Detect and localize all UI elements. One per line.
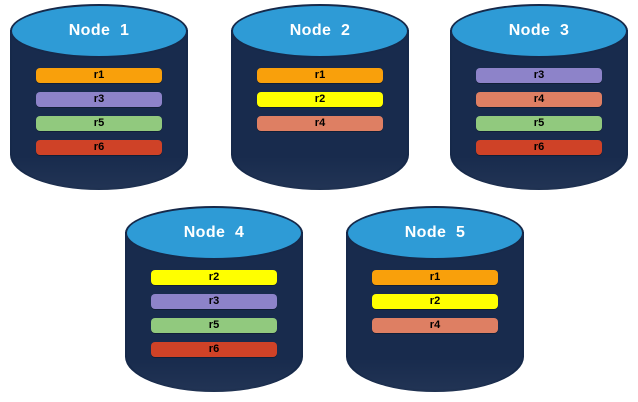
replica-stack: r1 r3 r5 r6	[36, 68, 162, 155]
replica-bar[interactable]: r4	[476, 92, 602, 107]
replica-stack: r1 r2 r4	[257, 68, 383, 131]
replica-bar[interactable]: r2	[257, 92, 383, 107]
replica-stack: r2 r3 r5 r6	[151, 270, 277, 357]
node-title: Node 2	[289, 22, 351, 39]
cylinder-top-lid: Node 2	[231, 4, 409, 58]
node-card-2[interactable]: Node 2 r1 r2 r4	[231, 4, 409, 190]
cylinder-top-lid: Node 5	[346, 206, 524, 260]
node-title: Node 4	[183, 224, 245, 241]
node-title: Node 1	[68, 22, 130, 39]
replica-bar[interactable]: r1	[372, 270, 498, 285]
replica-bar[interactable]: r4	[372, 318, 498, 333]
replica-bar[interactable]: r3	[36, 92, 162, 107]
replica-bar[interactable]: r1	[36, 68, 162, 83]
replica-bar[interactable]: r3	[476, 68, 602, 83]
cylinder-top-lid: Node 1	[10, 4, 188, 58]
replica-bar[interactable]: r4	[257, 116, 383, 131]
cylinder-top-lid: Node 4	[125, 206, 303, 260]
replica-bar[interactable]: r6	[476, 140, 602, 155]
node-card-3[interactable]: Node 3 r3 r4 r5 r6	[450, 4, 628, 190]
replica-bar[interactable]: r1	[257, 68, 383, 83]
node-card-1[interactable]: Node 1 r1 r3 r5 r6	[10, 4, 188, 190]
replica-bar[interactable]: r2	[372, 294, 498, 309]
replica-bar[interactable]: r5	[36, 116, 162, 131]
replica-bar[interactable]: r2	[151, 270, 277, 285]
replica-bar[interactable]: r3	[151, 294, 277, 309]
replica-bar[interactable]: r6	[36, 140, 162, 155]
cylinder-top-lid: Node 3	[450, 4, 628, 58]
replica-bar[interactable]: r5	[476, 116, 602, 131]
replica-stack: r1 r2 r4	[372, 270, 498, 333]
replica-stack: r3 r4 r5 r6	[476, 68, 602, 155]
replica-bar[interactable]: r5	[151, 318, 277, 333]
replica-bar[interactable]: r6	[151, 342, 277, 357]
node-title: Node 3	[508, 22, 570, 39]
node-title: Node 5	[404, 224, 466, 241]
node-card-4[interactable]: Node 4 r2 r3 r5 r6	[125, 206, 303, 392]
node-card-5[interactable]: Node 5 r1 r2 r4	[346, 206, 524, 392]
